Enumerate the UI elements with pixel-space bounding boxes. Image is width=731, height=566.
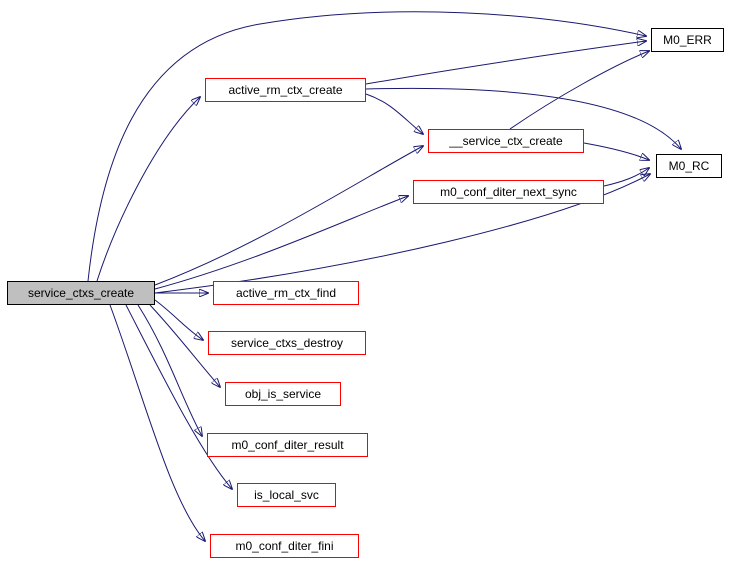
edge-service_ctxs_create-to-active_rm_ctx_create [96, 97, 200, 282]
node-service-ctxs-destroy[interactable]: service_ctxs_destroy [208, 331, 366, 355]
edge-service_ctxs_create-to-m0_conf_diter_fini [109, 304, 205, 541]
edge-service_ctxs_create-to-service_ctxs_destroy [154, 299, 203, 340]
node-is-local-svc[interactable]: is_local_svc [237, 483, 336, 507]
node-m0-rc[interactable]: M0_RC [656, 154, 722, 178]
edge-service_ctxs_create-to-m0_conf_diter_result [137, 304, 202, 436]
node-service-ctx-create[interactable]: __service_ctx_create [428, 129, 584, 153]
edge-service_ctxs_create-to-__service_ctx_create [154, 146, 423, 286]
node-m0-conf-diter-result[interactable]: m0_conf_diter_result [207, 433, 368, 457]
edge-__service_ctx_create-to-M0_ERR [509, 51, 649, 130]
edge-active_rm_ctx_create-to-M0_ERR [365, 41, 646, 85]
edge-__service_ctx_create-to-M0_RC [583, 142, 649, 160]
node-m0-err[interactable]: M0_ERR [651, 28, 724, 52]
node-service-ctxs-create: service_ctxs_create [7, 281, 155, 305]
edge-active_rm_ctx_create-to-__service_ctx_create [365, 93, 423, 134]
node-m0-conf-diter-next-sync[interactable]: m0_conf_diter_next_sync [413, 180, 604, 204]
edge-service_ctxs_create-to-m0_conf_diter_next_sync [154, 196, 408, 290]
edge-m0_conf_diter_next_sync-to-M0_RC [603, 168, 649, 187]
node-obj-is-service[interactable]: obj_is_service [225, 382, 341, 406]
node-m0-conf-diter-fini[interactable]: m0_conf_diter_fini [210, 534, 359, 558]
node-active-rm-ctx-find[interactable]: active_rm_ctx_find [213, 281, 359, 305]
node-active-rm-ctx-create[interactable]: active_rm_ctx_create [205, 78, 366, 102]
